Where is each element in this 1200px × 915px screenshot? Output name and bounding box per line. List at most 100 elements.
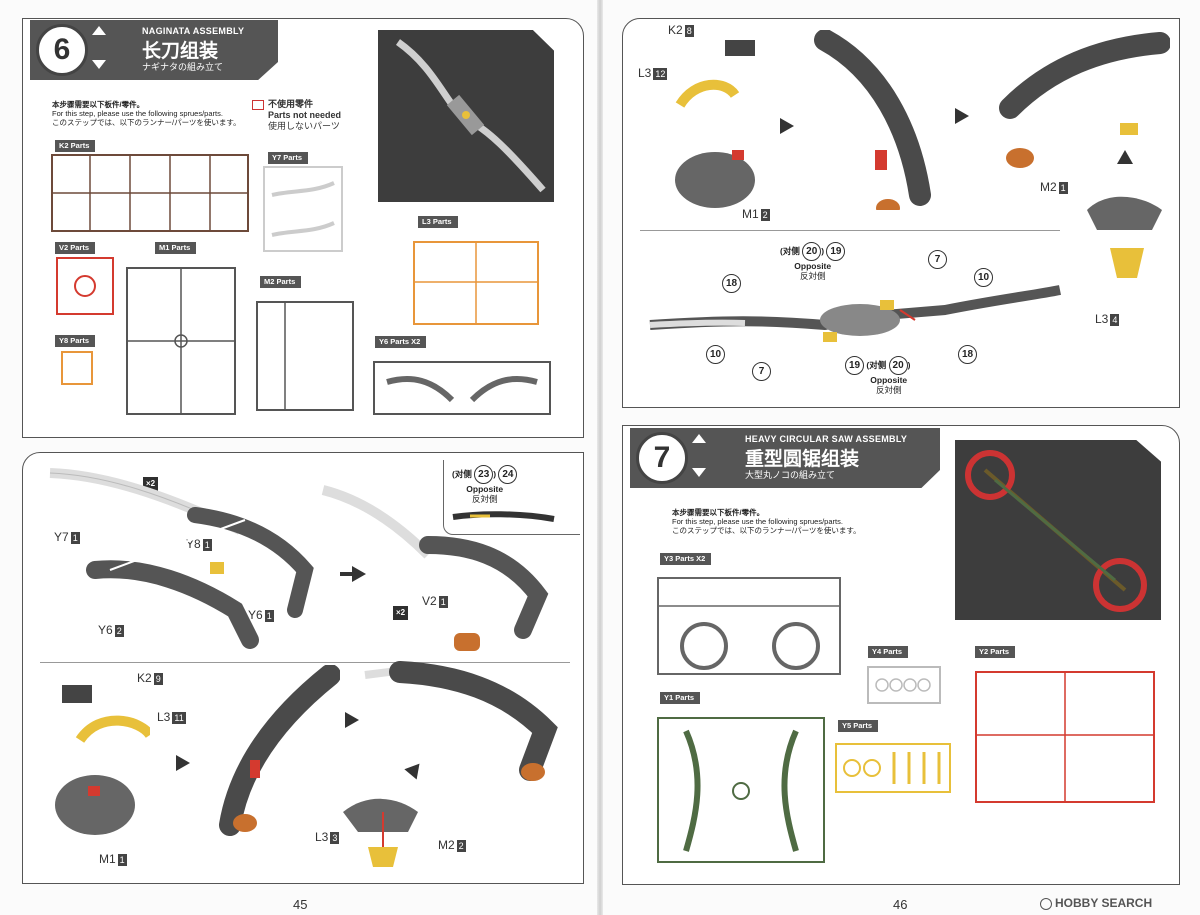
unused-jp: 使用しないパーツ	[268, 121, 340, 131]
step7-up-icon	[692, 434, 706, 443]
hobby-search-watermark: HOBBY SEARCH	[1040, 896, 1152, 910]
unused-en: Parts not needed	[268, 110, 342, 120]
part-l3-3-num: 3	[330, 832, 340, 844]
next-arrow-3-icon	[345, 712, 359, 728]
sticker-18-right-label: 18	[958, 345, 977, 364]
step6-sprue-note-cn: 本步骤需要以下板件/零件。	[52, 100, 145, 109]
part-m2-1-num: 1	[1058, 182, 1068, 194]
blade-sticker-illustration	[452, 511, 555, 522]
step7-down-icon	[692, 468, 706, 477]
right-m2-part	[1087, 196, 1162, 278]
part-y7-num: 1	[70, 532, 80, 544]
multiplier-badge-2: ×2	[393, 606, 408, 620]
sprue-label-m2: M2 Parts	[260, 276, 302, 288]
sticker-7-bottom: 7	[752, 362, 771, 381]
page-number-left: 45	[293, 897, 308, 912]
step6-sprue-note-en: For this step, please use the following …	[52, 109, 223, 118]
right-divider	[640, 230, 1060, 231]
sprue-label-l3: L3 Parts	[418, 216, 458, 228]
opposite-jp-top: 反対側	[799, 271, 826, 281]
opposite-jp-bottom: 反対側	[875, 385, 902, 395]
part-k2-9-num: 9	[153, 673, 163, 685]
part-v2-name: V2	[422, 594, 437, 608]
watermark-text: HOBBY SEARCH	[1055, 896, 1153, 910]
part-y6-2-name: Y6	[98, 623, 113, 637]
next-arrow-stem	[340, 572, 354, 576]
m2-part-illustration	[343, 798, 418, 867]
opposite-cn: (对侧	[452, 469, 472, 479]
opposite-en-bottom: Opposite	[870, 375, 908, 385]
part-m1-2-num: 2	[760, 209, 770, 221]
part-m1-2-name: M1	[742, 207, 759, 221]
y3-sprue	[657, 577, 841, 675]
sticker-24: 24	[498, 465, 518, 484]
right-completed-handle	[999, 32, 1170, 168]
part-y8-num: 1	[202, 539, 212, 551]
up-arrow-2-icon	[1117, 150, 1133, 164]
part-y6-1-num: 1	[264, 610, 274, 622]
step7-title-cn: 重型圆锯组装	[745, 448, 860, 470]
v2-cap-part	[454, 633, 480, 651]
naginata-photo	[378, 30, 554, 202]
opposite-cn-top: (对侧	[780, 246, 800, 256]
part-y6-1-name: Y6	[248, 608, 263, 622]
next-arrow-4-icon	[780, 118, 794, 134]
sticker-18-left: 18	[722, 274, 741, 293]
next-arrow-icon	[352, 566, 366, 582]
step6-header: 6 NAGINATA ASSEMBLY 长刀组装 ナギナタの組み立て	[30, 20, 278, 80]
sticker-19-bottom: 19	[845, 356, 864, 375]
sticker-7-top: 7	[928, 250, 947, 269]
part-l3-3-name: L3	[315, 830, 329, 844]
step6-sprue-note: 本步骤需要以下板件/零件。 For this step, please use …	[52, 100, 252, 127]
sticker-10-right: 10	[974, 268, 993, 287]
y4-sprue	[867, 666, 941, 704]
watermark-logo-icon	[1040, 897, 1052, 910]
part-l3-12-num: 12	[653, 68, 668, 80]
part-l3-11-num: 11	[172, 712, 186, 724]
part-v2-num: 1	[438, 596, 448, 608]
part-l3-4-name: L3	[1095, 312, 1109, 326]
y5-sprue	[835, 743, 951, 793]
sprue-label-y8: Y8 Parts	[55, 335, 96, 347]
sticker-18-left-label: 18	[722, 274, 741, 293]
part-l3-4-num: 4	[1110, 314, 1120, 326]
hand-assembly-illustration	[55, 685, 150, 835]
grip-assembly-illustration	[219, 665, 340, 836]
right-grip-assembly	[814, 30, 931, 210]
unused-parts-legend: 不使用零件 Parts not needed 使用しないパーツ	[252, 99, 341, 132]
handle-assembly-y6	[86, 507, 314, 649]
part-y6-2-num: 2	[114, 625, 124, 637]
opposite-en-top: Opposite	[794, 261, 832, 271]
part-y7-name: Y7	[54, 530, 69, 544]
part-l3-11-name: L3	[157, 710, 171, 724]
opposite-en: Opposite	[466, 484, 504, 494]
step6-sprue-note-jp: このステップでは、以下のランナー/パーツを使います。	[52, 118, 241, 127]
sticker-23: 23	[474, 465, 494, 484]
sticker-10-left-label: 10	[706, 345, 725, 364]
step6-title-en: NAGINATA ASSEMBLY	[142, 26, 245, 36]
step6-title-cn: 长刀组装	[142, 40, 219, 62]
l3-sprue	[413, 241, 539, 325]
sticker-7-bottom-label: 7	[752, 362, 771, 381]
step7-header: 7 HEAVY CIRCULAR SAW ASSEMBLY 重型圆锯组装 大型丸…	[630, 428, 940, 488]
next-arrow-2-icon	[176, 755, 190, 771]
blade-grip-assembly	[364, 661, 558, 781]
sprue-label-y6: Y6 Parts X2	[375, 336, 427, 348]
m2-sprue	[256, 301, 354, 411]
opposite-jp: 反対側	[471, 494, 498, 504]
step6-down-icon	[92, 60, 106, 69]
y8-sprue	[61, 351, 93, 385]
sticker-note-box	[443, 460, 580, 535]
circular-saw-photo	[955, 440, 1161, 620]
step6-title-jp: ナギナタの組み立て	[142, 62, 224, 72]
step7-sprue-note-jp: このステップでは、以下のランナー/パーツを使います。	[672, 526, 861, 535]
sprue-label-m1: M1 Parts	[155, 242, 197, 254]
sprue-label-k2: K2 Parts	[55, 140, 96, 152]
